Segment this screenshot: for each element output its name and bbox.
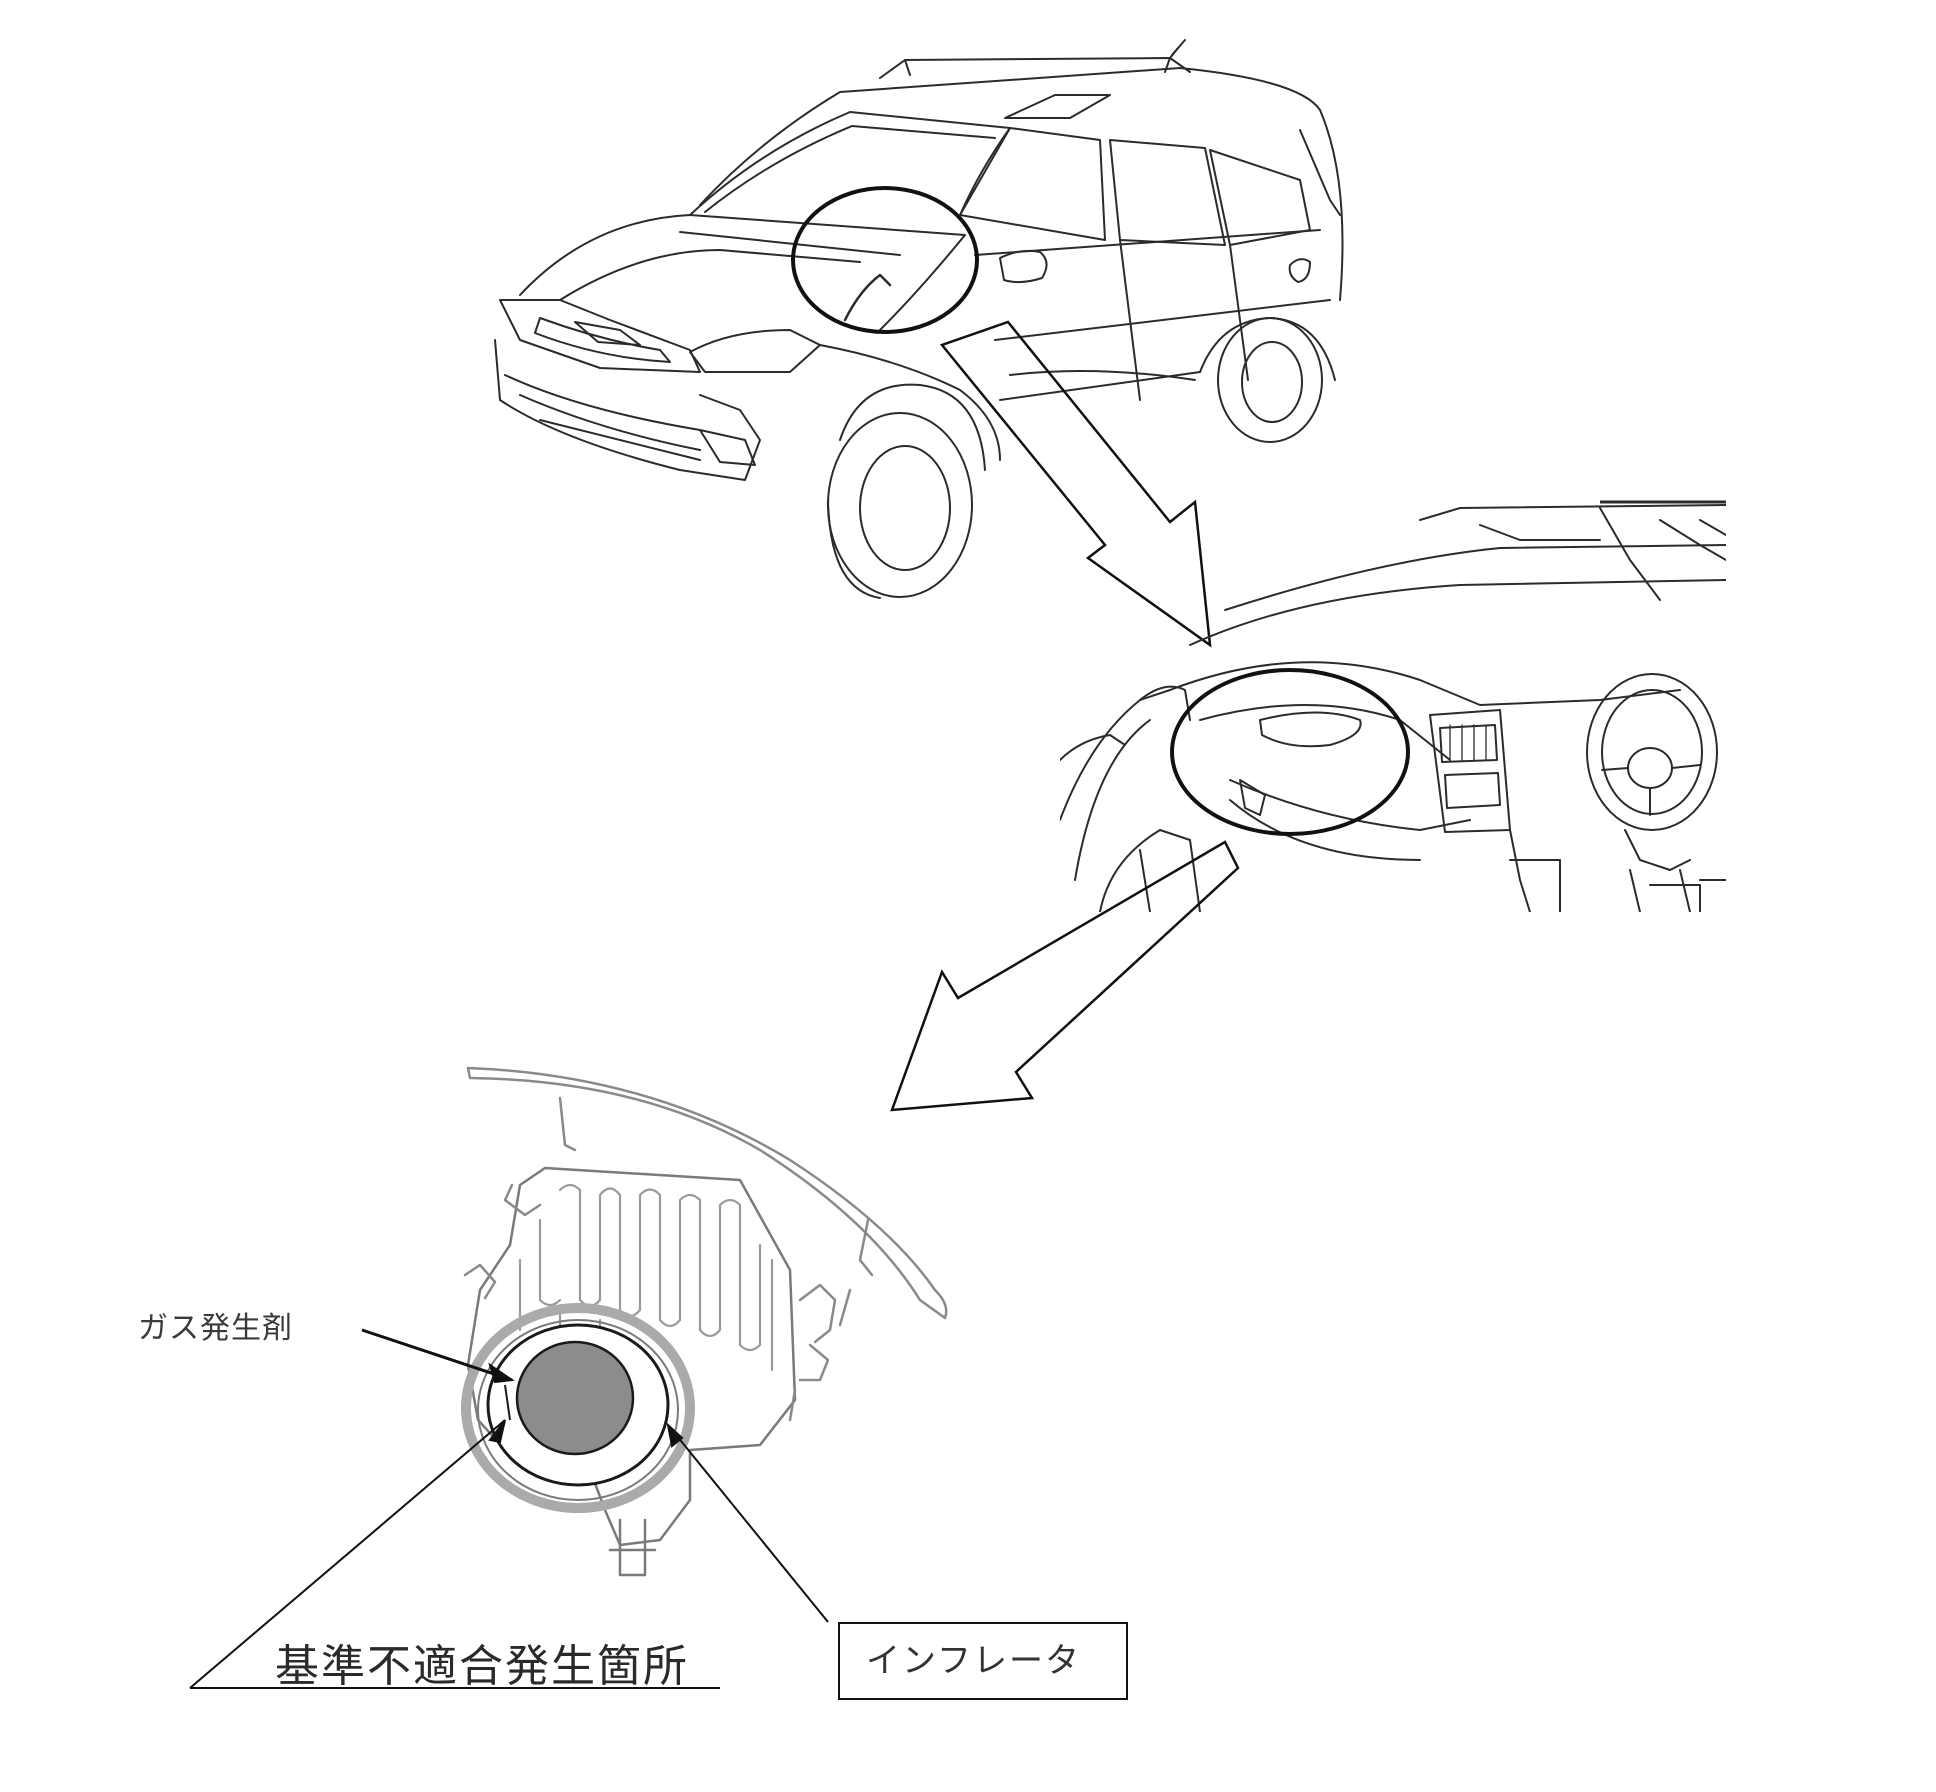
dashboard-illustration [1060,504,1726,912]
callout-arrow-icon [939,320,1212,648]
car-illustration [494,39,1344,599]
airbag-module-illustration [461,1066,948,1577]
defect-location-label: 基準不適合発生箇所 [275,1641,689,1692]
leader-lines [189,1328,829,1689]
gas-generant-fill [515,1340,635,1456]
callout-arrow-icon [890,840,1240,1112]
gas-generant-label: ガス発生剤 [138,1311,293,1346]
inflator-label: インフレータ [838,1622,1128,1700]
